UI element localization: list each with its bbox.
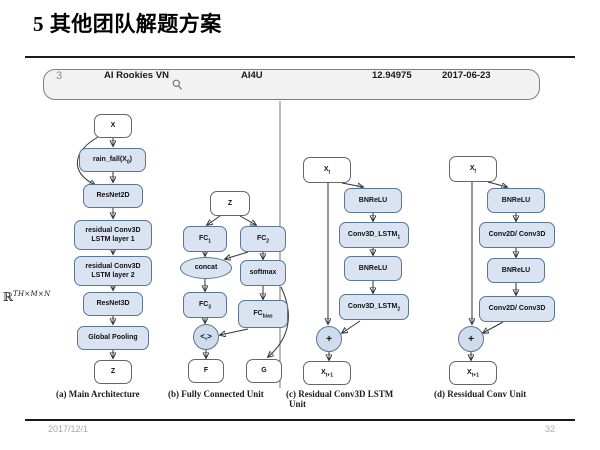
- node-conv2d3d-2: Conv2D/ Conv3D: [479, 296, 555, 322]
- search-icon: [172, 78, 183, 90]
- node-resnet2d: ResNet2D: [83, 184, 143, 208]
- node-bnrelu2-c: BNReLU: [344, 256, 402, 281]
- node-bnrelu2-d: BNReLU: [487, 258, 545, 283]
- node-xt-input-d: Xt: [449, 156, 497, 182]
- caption-b: (b) Fully Connected Unit: [168, 389, 264, 399]
- node-global-pooling: Global Pooling: [77, 326, 149, 350]
- title-divider: [25, 56, 575, 58]
- node-resnet3d: ResNet3D: [83, 292, 143, 316]
- score-value: 12.94975: [372, 70, 412, 81]
- tensor-dimension-annotation: ℝTH×M×N: [3, 290, 51, 304]
- node-residual-lstm-layer1: residual Conv3D LSTM layer 1: [74, 220, 152, 250]
- node-add-c: +: [316, 326, 342, 352]
- caption-a: (a) Main Architecture: [56, 389, 140, 399]
- page-title: 5 其他团队解题方案: [33, 12, 222, 36]
- caption-d: (d) Ressidual Conv Unit: [434, 389, 527, 399]
- node-x-input: X: [94, 114, 132, 138]
- node-residual-lstm-layer2: residual Conv3D LSTM layer 2: [74, 256, 152, 286]
- node-bnrelu1-c: BNReLU: [344, 188, 402, 213]
- node-inner-product: <,>: [193, 324, 219, 350]
- footer-date: 2017/12/1: [48, 424, 89, 434]
- node-fc3: FC3: [183, 292, 227, 318]
- rank-value: 3: [56, 70, 63, 82]
- team-name: AI Rookies VN: [104, 70, 169, 81]
- node-add-d: +: [458, 326, 484, 352]
- node-softmax: softmax: [240, 260, 286, 286]
- entry-name: AI4U: [241, 70, 263, 81]
- footer-divider: [25, 419, 575, 421]
- node-bnrelu1-d: BNReLU: [487, 188, 545, 213]
- node-xt1-output-d: Xt+1: [449, 361, 497, 385]
- node-xt-input-c: Xt: [303, 157, 351, 183]
- node-z-output: Z: [94, 360, 132, 384]
- node-concat: concat: [180, 257, 232, 279]
- node-z-input: Z: [210, 191, 250, 216]
- node-f-output: F: [188, 359, 224, 383]
- node-fc2: FC2: [240, 226, 286, 252]
- node-conv3d-lstm1: Conv3D_LSTM1: [339, 222, 409, 248]
- node-fc-bias: FCbias: [238, 300, 288, 328]
- leaderboard-row: 3 AI Rookies VN AI4U 12.94975 2017-06-23: [43, 69, 540, 100]
- submission-date: 2017-06-23: [442, 70, 491, 81]
- page-number: 32: [545, 424, 556, 434]
- node-rainfall: rain_fall(X0): [79, 148, 146, 172]
- node-xt1-output-c: Xt+1: [303, 361, 351, 385]
- node-fc1: FC1: [183, 226, 227, 252]
- node-conv3d-lstm2: Conv3D_LSTM2: [339, 294, 409, 320]
- node-g-output: G: [246, 359, 282, 383]
- node-conv2d3d-1: Conv2D/ Conv3D: [479, 222, 555, 248]
